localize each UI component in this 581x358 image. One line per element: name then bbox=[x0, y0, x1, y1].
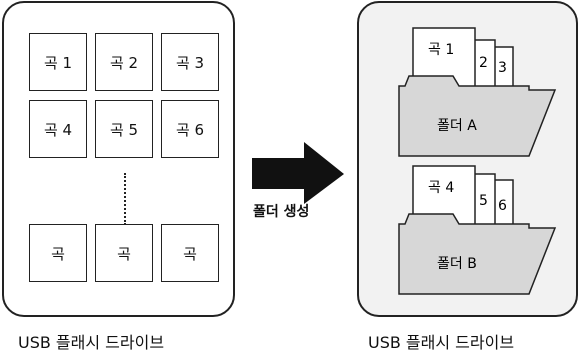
song-card-4: 곡 4 bbox=[29, 100, 87, 158]
ellipsis-dots bbox=[124, 173, 126, 225]
folder-a-song-third: 3 bbox=[498, 60, 507, 76]
folder-b-song-second: 5 bbox=[479, 193, 488, 209]
arrow-right-icon bbox=[252, 142, 344, 204]
usb-drive-panel-right: 곡 1 2 3 폴더 A 곡 4 5 6 폴더 B bbox=[357, 1, 578, 317]
usb-caption-right: USB 플래시 드라이브 bbox=[368, 333, 515, 352]
song-card-6: 곡 6 bbox=[161, 100, 219, 158]
folder-a-icon: 곡 1 2 3 폴더 A bbox=[398, 27, 557, 157]
create-folder-label: 폴더 생성 bbox=[253, 204, 310, 220]
folder-a-song-second: 2 bbox=[479, 55, 488, 71]
song-card-7: 곡 bbox=[29, 224, 87, 282]
song-card-9: 곡 bbox=[161, 224, 219, 282]
folder-b-song-third: 6 bbox=[498, 198, 507, 214]
usb-caption-left: USB 플래시 드라이브 bbox=[18, 333, 165, 352]
song-card-2: 곡 2 bbox=[95, 33, 153, 91]
folder-a-label: 폴더 A bbox=[437, 118, 477, 134]
song-card-1: 곡 1 bbox=[29, 33, 87, 91]
usb-drive-panel-left: 곡 1 곡 2 곡 3 곡 4 곡 5 곡 6 곡 곡 곡 bbox=[2, 1, 235, 317]
song-card-5: 곡 5 bbox=[95, 100, 153, 158]
song-card-8: 곡 bbox=[95, 224, 153, 282]
folder-b-song-first: 곡 4 bbox=[428, 180, 454, 196]
folder-b-label: 폴더 B bbox=[437, 256, 477, 272]
folder-a-song-first: 곡 1 bbox=[428, 42, 454, 58]
folder-b-icon: 곡 4 5 6 폴더 B bbox=[398, 165, 557, 295]
song-card-3: 곡 3 bbox=[161, 33, 219, 91]
